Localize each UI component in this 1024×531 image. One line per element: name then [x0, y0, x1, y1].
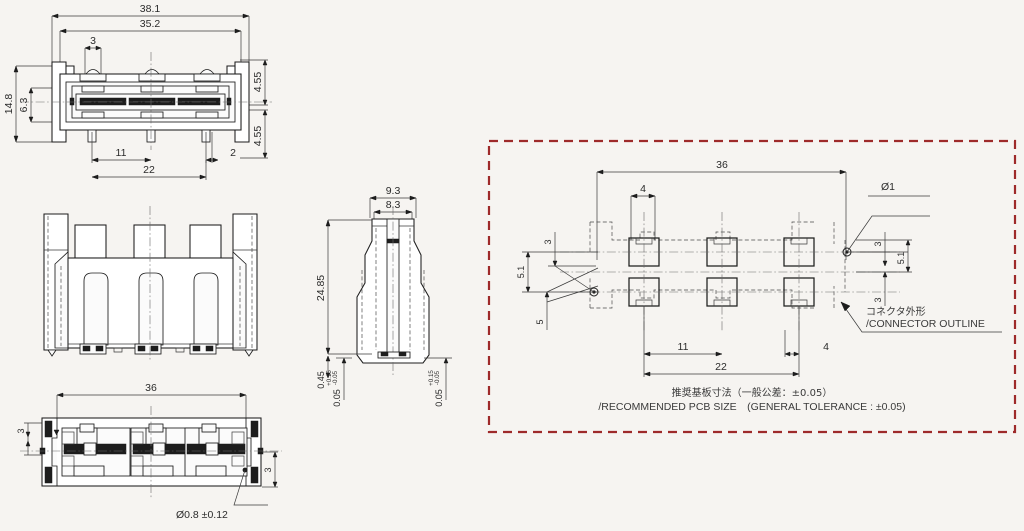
bottom-view-body — [20, 406, 282, 498]
note-label: Ø0.8 ±0.12 — [176, 509, 228, 521]
note-label: Ø1 — [881, 181, 895, 193]
dim-35.2: 35.2 — [59, 18, 242, 66]
dim-4.55-lower: 4.55 — [240, 109, 268, 159]
dim-label: 4.55 — [252, 72, 264, 93]
dim-label: 11 — [678, 341, 689, 353]
dim-9.3: 9.3 — [369, 185, 417, 218]
side-section-view: 9.3 8.3 — [315, 185, 452, 407]
dim-label: 3 — [873, 297, 883, 302]
dim-4-pcb-bottom: 4 — [784, 330, 829, 357]
dim-0.05-left: 0.05 +0.15 -0.05 — [326, 357, 352, 407]
dim-label: 36 — [145, 382, 157, 394]
dim-36-bottom: 36 — [56, 382, 247, 422]
dim-label: 5.1 — [516, 266, 526, 279]
top-view-body — [20, 52, 272, 150]
front-elevation-view — [43, 206, 258, 360]
dim-label: 24.85 — [315, 275, 327, 301]
note-label-en: /CONNECTOR OUTLINE — [866, 318, 985, 330]
dim-label: 8.3 — [386, 199, 401, 211]
dim-label: 0.45 — [316, 371, 326, 389]
dim-label: 14.8 — [3, 94, 15, 115]
dim-label: 0.05 — [434, 389, 444, 407]
dim-label: 2 — [230, 147, 236, 159]
dim-label: 0.05 — [332, 389, 342, 407]
dim-label: 11 — [116, 147, 127, 159]
dim-2-top: 2 — [205, 132, 236, 163]
dim-5-pcb-left: 5 — [535, 291, 550, 330]
dim-22-top: 22 — [91, 160, 207, 180]
dim-label: 22 — [715, 361, 727, 373]
caption-jp: 推奨基板寸法（一般公差：±0.05） — [672, 386, 833, 399]
front-feet — [79, 343, 217, 355]
dim-label: 6.3 — [18, 98, 30, 113]
note-diameter-1: Ø1 — [846, 181, 930, 253]
dim-5.1-pcb-right: 5.1 — [856, 239, 912, 273]
dim-tol-plus: +0.15 — [326, 370, 333, 386]
dim-label: 4 — [823, 341, 829, 353]
dim-label: 5.1 — [896, 252, 906, 265]
pcb-panel-border — [487, 139, 1017, 434]
dim-0.45: 0.45 — [316, 355, 331, 389]
recommended-pcb-panel: 36 4 — [487, 139, 1017, 434]
dim-tol-minus: -0.05 — [434, 370, 441, 385]
dim-label: 4.55 — [252, 126, 264, 147]
note-connector-outline: コネクタ外形 /CONNECTOR OUTLINE — [840, 301, 1002, 333]
dim-label: 4 — [640, 183, 646, 195]
note-label-jp: コネクタ外形 — [866, 306, 926, 318]
dim-4-pcb-top: 4 — [630, 183, 656, 240]
note-diameter-08: Ø0.8 ±0.12 — [176, 469, 268, 521]
dim-label: 9.3 — [386, 185, 401, 197]
dim-22-pcb: 22 — [643, 306, 800, 377]
dim-38.1: 38.1 — [51, 3, 250, 62]
side-body — [356, 206, 430, 375]
connector-outline-dashed — [589, 221, 846, 309]
dim-label: 22 — [143, 164, 155, 176]
dim-label: 3 — [543, 239, 553, 244]
dim-label: 36 — [716, 159, 728, 171]
dim-label: 3 — [16, 428, 26, 433]
caption-en: /RECOMMENDED PCB SIZE (GENERAL TOLERANCE… — [598, 401, 905, 413]
dim-11-pcb: 11 — [643, 341, 723, 357]
dim-11-top: 11 — [91, 132, 152, 163]
dim-tol-plus: +0.15 — [428, 370, 435, 386]
bottom-view: 36 3 — [16, 382, 282, 521]
dim-label: 38.1 — [140, 3, 161, 15]
dim-36-pcb: 36 — [596, 159, 847, 260]
bottom-cells — [61, 423, 248, 477]
pcb-caption: 推奨基板寸法（一般公差：±0.05） /RECOMMENDED PCB SIZE… — [598, 386, 905, 413]
dim-3-pcb-left: 3 — [543, 232, 596, 267]
dim-label: 35.2 — [140, 18, 161, 30]
dim-label: 3 — [873, 241, 883, 246]
dim-label: 3 — [263, 467, 273, 472]
top-view: 38.1 35.2 3 14.8 — [3, 3, 272, 180]
dim-label: 3 — [90, 35, 96, 47]
dim-0.05-right: 0.05 +0.15 -0.05 — [424, 357, 452, 407]
dim-tol-minus: -0.05 — [332, 370, 339, 385]
dim-label: 5 — [535, 319, 545, 324]
dim-3-pcb-right-lower: 3 — [873, 271, 888, 306]
dim-5.1-pcb-left: 5.1 — [516, 251, 598, 293]
dim-24.85: 24.85 — [315, 219, 372, 355]
dim-3-bottom-right: 3 — [262, 451, 278, 488]
dim-4.55-upper: 4.55 — [240, 59, 268, 106]
dim-14.8: 14.8 — [3, 65, 56, 143]
